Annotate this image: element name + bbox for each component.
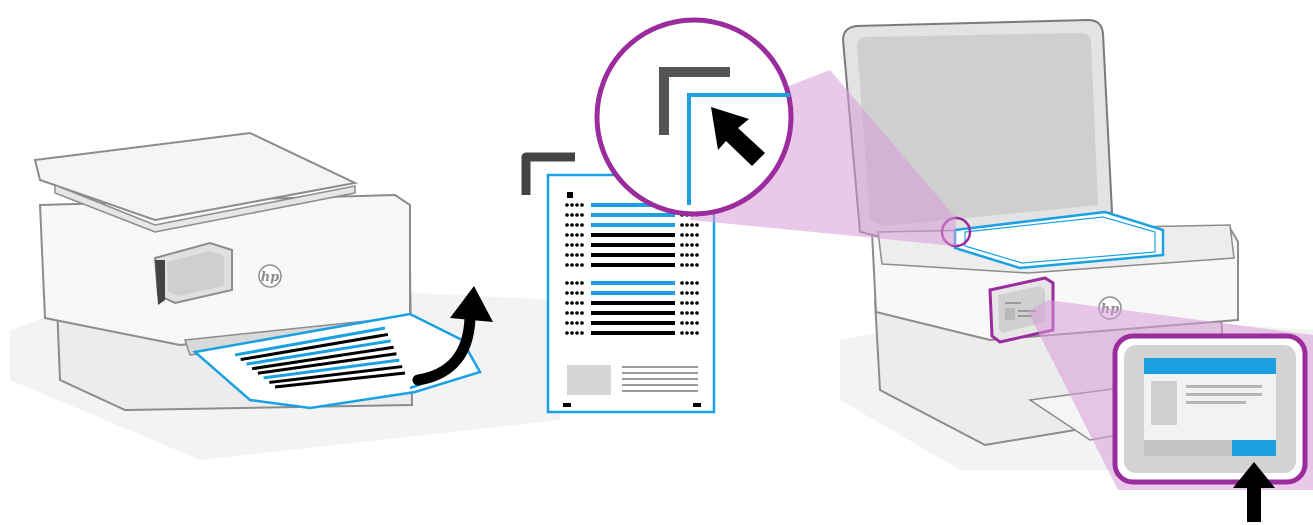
page-top-marker	[567, 192, 573, 198]
corner-zoom-callout	[597, 20, 791, 214]
corner-zoom-circle	[597, 20, 791, 214]
page-info-block	[567, 365, 611, 395]
page-bottom-left-marker	[563, 403, 571, 407]
panel-zoom-footer	[1144, 440, 1232, 456]
panel-zoom-thumbnail	[1151, 381, 1177, 425]
printer-left-hp-logo: hp	[261, 270, 280, 285]
panel-zoom-callout	[1115, 336, 1305, 482]
panel-zoom-action-button	[1232, 440, 1276, 456]
panel-zoom-title-bar	[1144, 358, 1276, 374]
page-bottom-right-marker	[693, 403, 701, 407]
